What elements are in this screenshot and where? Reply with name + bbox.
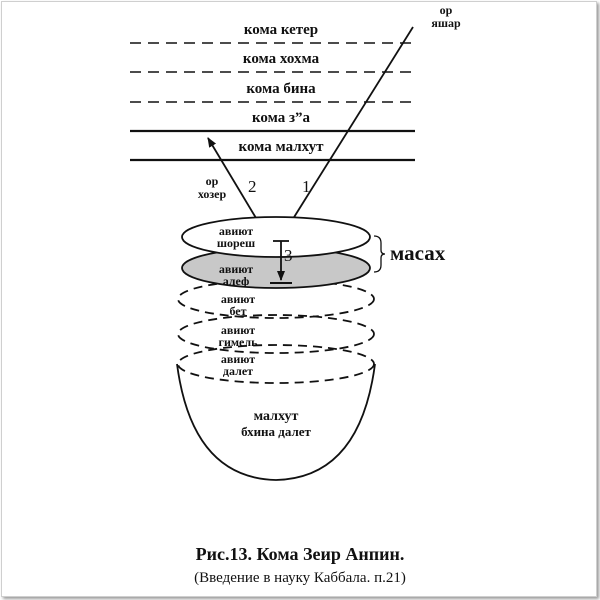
masakh-brace (373, 235, 386, 273)
level-malkhut-label: кома малхут (239, 139, 325, 155)
bowl-label-1: малхут (254, 409, 299, 424)
descent-marker (270, 240, 292, 284)
descent-number: 3 (284, 246, 293, 265)
or-yashar-arrow (280, 26, 414, 239)
disk-shoresh (181, 216, 371, 258)
or-yashar-label-2: яшар (431, 16, 461, 30)
disk-bet-label-1: авиют (221, 292, 255, 306)
disk-gimel-label-2: гимель (219, 335, 259, 349)
figure-caption-title: Рис.13. Кома Зеир Анпин. (195, 544, 405, 564)
bowl-label-2: бхина далет (241, 424, 311, 439)
malkhut-bowl (176, 363, 376, 481)
disk-shoresh-label-2: шореш (217, 236, 255, 250)
level-keter-label: кома кетер (244, 22, 318, 38)
level-za-label: кома з”а (252, 110, 311, 126)
disk-dalet-label-1: авиют (221, 352, 255, 366)
or-hozer-label-2: хозер (198, 187, 227, 201)
or-yashar-number: 1 (302, 177, 311, 196)
disk-alef-label-2: алеф (223, 274, 250, 288)
level-bina-label: кома бина (246, 81, 316, 97)
level-hokhma-label: кома хохма (243, 51, 320, 67)
disk-dalet (177, 344, 375, 384)
masakh-label: масах (390, 241, 446, 265)
disk-gimel-label-1: авиют (221, 323, 255, 337)
or-hozer-number: 2 (248, 177, 257, 196)
figure-caption-source: (Введение в науку Каббала. п.21) (194, 570, 406, 586)
disk-gimel (177, 314, 375, 354)
or-yashar-label-1: ор (440, 3, 453, 17)
disk-alef-label-1: авиют (219, 262, 253, 276)
disk-bet-label-2: бет (229, 304, 246, 318)
disk-dalet-label-2: далет (223, 364, 253, 378)
disk-shoresh-label-1: авиют (219, 224, 253, 238)
or-hozer-label-1: ор (206, 174, 219, 188)
